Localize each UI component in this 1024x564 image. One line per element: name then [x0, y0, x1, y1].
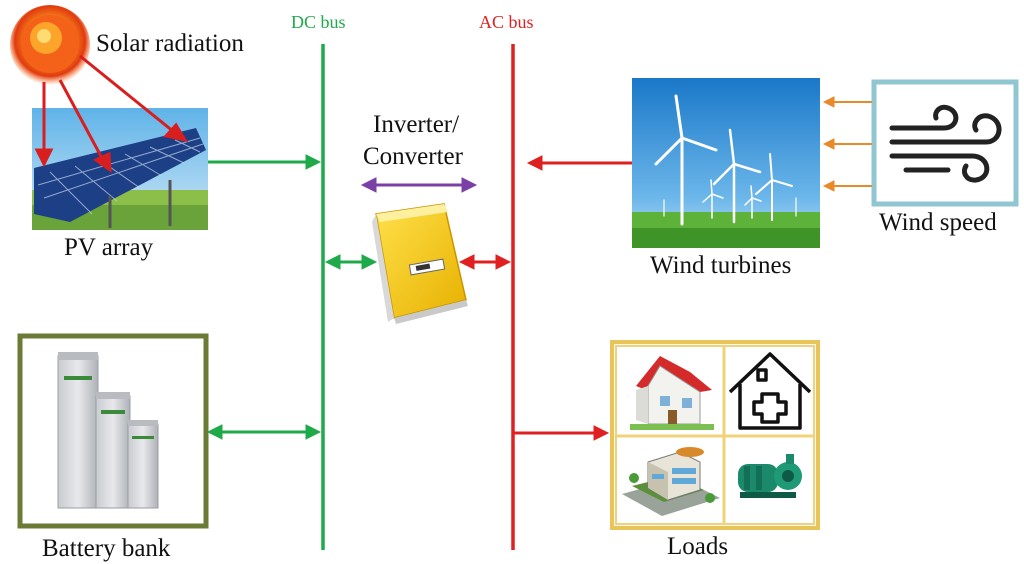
- battery-bank-label: Battery bank: [42, 535, 171, 562]
- wind-speed-arrows: [822, 96, 872, 192]
- pv-to-dc-arrow: [208, 154, 322, 170]
- inverter-label-line1: Inverter/: [373, 111, 460, 138]
- loads-label: Loads: [667, 533, 729, 560]
- hospital-icon: [728, 352, 812, 430]
- pv-array-label: PV array: [64, 234, 154, 261]
- house-icon: [630, 356, 714, 430]
- inverter-conversion-arrow: [360, 177, 478, 193]
- battery-dc-arrow: [206, 424, 322, 440]
- turbines-to-ac-arrow: [526, 155, 632, 171]
- inverter-ac-arrow: [458, 254, 512, 270]
- inverter-icon: [372, 203, 468, 324]
- dc-inverter-arrow: [324, 254, 378, 270]
- battery-icon: [17, 333, 209, 529]
- building-icon: [622, 447, 720, 516]
- dc-bus-label: DC bus: [291, 12, 346, 32]
- solar-radiation-label: Solar radiation: [96, 30, 244, 57]
- sun-icon: [10, 5, 90, 85]
- wind-speed-label: Wind speed: [879, 209, 997, 236]
- wind-icon: [871, 79, 1019, 207]
- solar-ray-arrows: [34, 54, 189, 174]
- wind-turbine-icon: [632, 78, 820, 248]
- ac-bus-label: AC bus: [479, 12, 534, 32]
- solar-panel-icon: [32, 108, 208, 230]
- wind-turbines-label: Wind turbines: [650, 252, 792, 279]
- ac-to-loads-arrow: [513, 425, 610, 441]
- water-pump-icon: [738, 454, 802, 498]
- inverter-label-line2: Converter: [363, 143, 463, 170]
